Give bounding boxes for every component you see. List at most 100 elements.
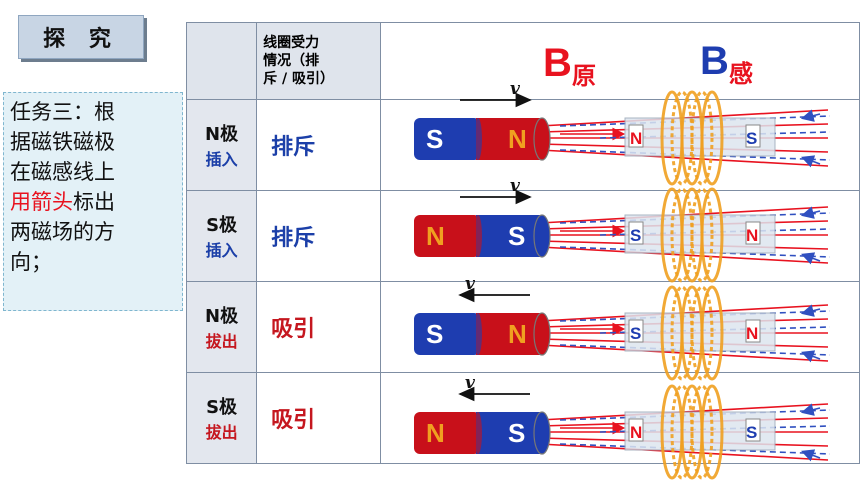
header-diagram xyxy=(379,22,860,100)
field-arrow-induced xyxy=(800,206,821,219)
coil-winding xyxy=(690,187,714,283)
force-cell: 排斥 xyxy=(256,190,381,282)
coil-winding xyxy=(670,285,694,381)
coil-winding xyxy=(700,384,724,480)
coil-pole-right: S xyxy=(746,129,757,148)
coil-pole-left: S xyxy=(630,226,641,245)
magnet-right-half xyxy=(476,412,542,454)
magnet-left-half xyxy=(414,215,480,257)
coil-end-left xyxy=(628,124,644,148)
coil-winding xyxy=(700,187,724,283)
coil-winding xyxy=(670,187,694,283)
task-line: 任务三：根 xyxy=(10,100,115,124)
coil-end-left xyxy=(628,418,644,442)
coil-end-right xyxy=(745,418,761,442)
row-label: S极拔出 xyxy=(185,372,258,464)
magnet-pole-right: S xyxy=(508,221,525,251)
velocity-label: v xyxy=(465,274,476,294)
coil-pole-left: N xyxy=(630,129,642,148)
row-label: N极拔出 xyxy=(185,281,258,373)
explore-button[interactable]: 探 究 xyxy=(18,15,144,59)
task-line: 据磁铁磁极 xyxy=(10,130,115,154)
force-cell: 吸引 xyxy=(256,281,381,373)
magnet-joint xyxy=(474,412,482,454)
b-original-label: B xyxy=(543,41,572,85)
coil-pole-right: N xyxy=(746,324,758,343)
action-label: 拔出 xyxy=(205,423,238,442)
coil-winding xyxy=(690,285,714,381)
coil-pole-left: N xyxy=(630,423,642,442)
velocity-label: v xyxy=(465,373,476,393)
pole-label: S极 xyxy=(206,397,238,418)
field-arrow-induced xyxy=(801,252,821,265)
row-label: S极插入 xyxy=(185,190,258,282)
task-text: 标出 xyxy=(73,190,115,214)
magnet-pole-left: N xyxy=(426,418,445,448)
magnet-right-half xyxy=(476,313,542,355)
magnet-left-half xyxy=(414,313,480,355)
magnet-joint xyxy=(474,215,482,257)
magnet-left-half xyxy=(414,118,480,160)
coil-winding xyxy=(700,90,724,186)
magnet-pole-right: N xyxy=(508,319,527,349)
task-highlight: 用箭头 xyxy=(10,190,73,214)
magnet-pole-right: N xyxy=(508,124,527,154)
magnet-end xyxy=(533,214,551,258)
coil-winding xyxy=(700,285,724,381)
magnet-end xyxy=(533,117,551,161)
task-line: 两磁场的方 xyxy=(10,220,115,244)
row-label: N极插入 xyxy=(185,99,258,191)
task-line: 用箭头标出 xyxy=(10,187,176,217)
coil-pole-left: S xyxy=(630,324,641,343)
task-box: 任务三：根 据磁铁磁极 在磁感线上 用箭头标出 两磁场的方 向； xyxy=(3,92,183,311)
field-arrow-induced xyxy=(801,449,821,462)
coil-winding xyxy=(690,384,714,480)
magnet-pole-left: S xyxy=(426,124,443,154)
header-line: 斥 / 吸引） xyxy=(263,71,335,87)
force-cell: 吸引 xyxy=(256,372,381,464)
magnet-joint xyxy=(474,313,482,355)
coil-winding xyxy=(670,90,694,186)
magnet-right-half xyxy=(476,215,542,257)
field-arrow-induced xyxy=(800,304,821,317)
magnet-pole-left: S xyxy=(426,319,443,349)
coil-end-right xyxy=(745,319,761,343)
magnet-pole-left: N xyxy=(426,221,445,251)
coil-winding xyxy=(670,384,694,480)
magnet-joint xyxy=(474,118,482,160)
pole-label: N极 xyxy=(205,124,239,145)
force-cell: 排斥 xyxy=(256,99,381,191)
action-label: 插入 xyxy=(205,241,238,260)
b-original-sub: 原 xyxy=(572,62,596,90)
velocity-label: v xyxy=(510,176,521,196)
magnet-left-half xyxy=(414,412,480,454)
pole-label: S极 xyxy=(206,215,238,236)
magnet-end xyxy=(533,411,551,455)
field-arrow-induced xyxy=(800,109,821,122)
coil-winding xyxy=(690,90,714,186)
task-line: 向； xyxy=(10,250,52,274)
field-arrow-induced xyxy=(801,350,821,363)
field-arrow-induced xyxy=(801,155,821,168)
action-label: 插入 xyxy=(205,150,238,169)
header-line: 线圈受力 xyxy=(263,35,320,51)
b-induced-sub: 感 xyxy=(729,60,753,88)
coil-end-right xyxy=(745,221,761,245)
coil-end-left xyxy=(628,221,644,245)
coil-pole-right: S xyxy=(746,423,757,442)
magnet-pole-right: S xyxy=(508,418,525,448)
coil-end-left xyxy=(628,319,644,343)
pole-label: N极 xyxy=(205,306,239,327)
coil-pole-right: N xyxy=(746,226,758,245)
b-induced-label: B xyxy=(700,39,729,83)
field-arrow-induced xyxy=(800,403,821,416)
magnet-right-half xyxy=(476,118,542,160)
task-line: 在磁感线上 xyxy=(10,160,115,184)
magnet-end xyxy=(533,312,551,356)
header-line: 情况（排 xyxy=(263,53,320,69)
action-label: 拔出 xyxy=(205,332,238,351)
header-blank xyxy=(185,22,258,100)
velocity-label: v xyxy=(510,79,521,99)
coil-end-right xyxy=(745,124,761,148)
